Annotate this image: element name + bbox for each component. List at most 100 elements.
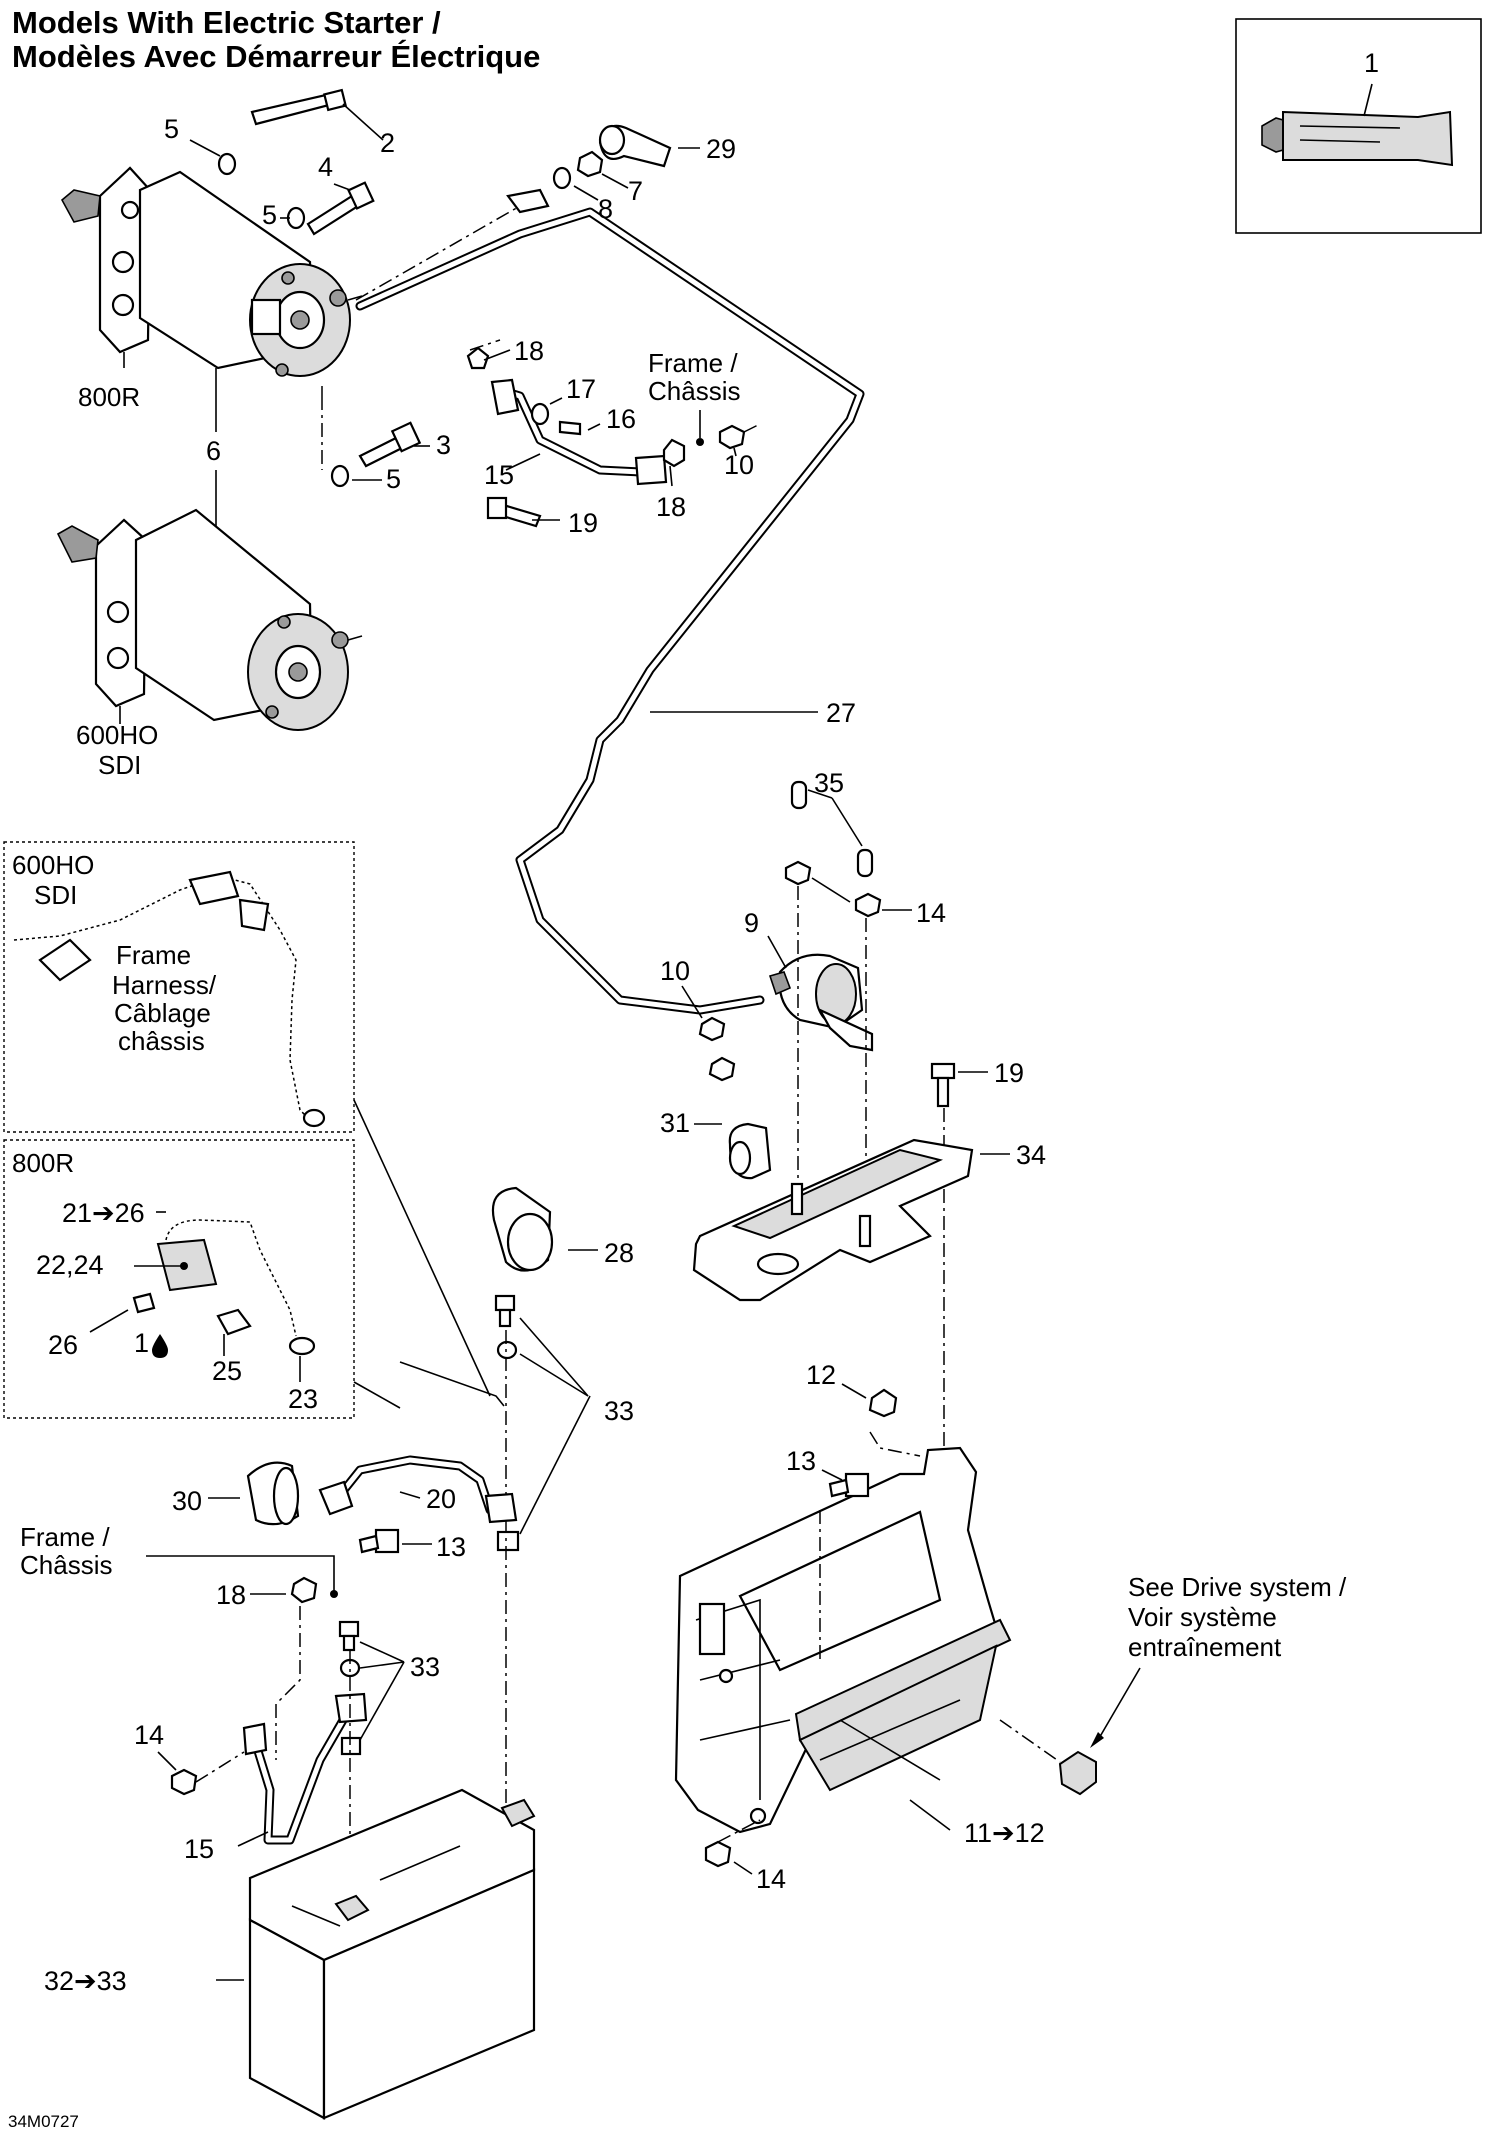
inset-600ho-harness — [3, 841, 355, 1133]
callout-5a: 5 — [164, 114, 179, 144]
starter-cable-27 — [355, 207, 865, 1015]
harness-label-4: châssis — [118, 1026, 205, 1056]
callout-35: 35 — [814, 768, 844, 798]
inset-800r-fuse — [3, 1139, 355, 1419]
nut-10-top — [718, 424, 746, 450]
callout-31: 31 — [660, 1108, 690, 1138]
callout-19a: 19 — [568, 508, 598, 538]
callout-25: 25 — [212, 1356, 242, 1386]
drive-system-label-3: entraînement — [1128, 1632, 1282, 1662]
callout-33a: 33 — [604, 1396, 634, 1426]
harness-label-3: Câblage — [114, 998, 211, 1028]
harness-label-2: Harness/ — [112, 970, 217, 1000]
nut-14-left: 14 — [134, 1720, 198, 1796]
drive-system-label-1: See Drive system / — [1128, 1572, 1347, 1602]
callout-12: 12 — [806, 1360, 836, 1390]
callout-26: 26 — [48, 1330, 78, 1360]
frame-bottom-label-1: Frame / — [20, 1522, 110, 1552]
callout-5c: 5 — [386, 464, 401, 494]
callout-6: 6 — [206, 436, 221, 466]
long-bolt-2: 2 — [250, 88, 395, 158]
bolt-16: 16 — [558, 404, 636, 436]
callout-30: 30 — [172, 1486, 202, 1516]
solenoid-bracket-34: 34 — [692, 1138, 1046, 1302]
frame-top-label-2: Châssis — [648, 376, 740, 406]
callout-7: 7 — [628, 176, 643, 206]
callout-10b: 10 — [660, 956, 690, 986]
callout-17: 17 — [566, 374, 596, 404]
diagram-reference-code: 34M0727 — [8, 2112, 79, 2131]
title-line-1: Models With Electric Starter / — [12, 5, 441, 40]
callout-18a: 18 — [514, 336, 544, 366]
callout-22-24: 22,24 — [36, 1250, 104, 1280]
ring-terminal-23 — [288, 1336, 316, 1356]
callout-20: 20 — [426, 1484, 456, 1514]
battery-box-11: 11➔12 — [674, 1446, 1045, 1848]
bolt-4: 4 — [306, 152, 375, 236]
washer-5-b: 5 — [262, 200, 306, 230]
frame-top-label-1: Frame / — [648, 348, 738, 378]
star-washer-18-top — [662, 438, 686, 468]
solenoid-9: 9 — [744, 908, 874, 1052]
callout-21-26: 21➔26 — [62, 1198, 145, 1228]
callout-1-grease: 1 — [134, 1328, 149, 1358]
callout-13b: 13 — [786, 1446, 816, 1476]
grease-drop-icon — [152, 1334, 168, 1358]
washer-5-a: 5 — [164, 114, 237, 176]
callout-19b: 19 — [994, 1058, 1024, 1088]
washer-8: 8 — [552, 166, 613, 224]
callout-10a: 10 — [724, 450, 754, 480]
ground-cable-15-bottom: 15 — [184, 1692, 368, 1864]
battery-32: 32➔33 — [44, 1788, 536, 2120]
bolt-13-left: 13 — [358, 1528, 466, 1562]
callout-8: 8 — [598, 194, 613, 224]
callout-14a: 14 — [916, 898, 946, 928]
starter-600ho-label-1: 600HO — [76, 720, 158, 750]
callout-16: 16 — [606, 404, 636, 434]
washer-17: 17 — [530, 374, 596, 426]
positive-cable-20: 20 — [318, 1455, 518, 1524]
battery-bolt-33-stack: 33 — [494, 1294, 634, 1900]
callout-32-33: 32➔33 — [44, 1966, 127, 1996]
inset-frame — [1235, 18, 1482, 234]
nut-10-solenoid: 10 — [660, 956, 736, 1082]
callout-18b: 18 — [656, 492, 686, 522]
bolt-13-right: 13 — [786, 1446, 870, 1498]
starter-motor-600ho — [56, 508, 363, 731]
bolt-19-right: 19 — [930, 1058, 1024, 1108]
bolt-3: 3 — [358, 421, 451, 468]
callout-29: 29 — [706, 134, 736, 164]
callout-2: 2 — [380, 128, 395, 158]
lock-washer-18-top: 18 — [466, 336, 544, 370]
boot-31: 31 — [660, 1108, 772, 1180]
callout-14b: 14 — [134, 1720, 164, 1750]
callout-28: 28 — [604, 1238, 634, 1268]
callout-33b: 33 — [410, 1652, 440, 1682]
nut-14-solenoid-b — [854, 892, 882, 918]
fuse-26 — [132, 1292, 156, 1314]
callout-4: 4 — [318, 152, 333, 182]
box1-model-label-1: 600HO — [12, 850, 94, 880]
callout-11-12: 11➔12 — [964, 1818, 1045, 1848]
callout-23: 23 — [288, 1384, 318, 1414]
star-washer-18-bottom — [290, 1576, 318, 1604]
box1-model-label-2: SDI — [34, 880, 77, 910]
nut-7: 7 — [576, 150, 643, 206]
fuse-holder-wire — [165, 1219, 297, 1337]
ground-cable-15-top: 15 — [484, 378, 668, 490]
starter-600ho-label-2: SDI — [98, 750, 141, 780]
callout-9: 9 — [744, 908, 759, 938]
fuse-cover-25 — [216, 1308, 252, 1336]
cable-ring-terminal — [506, 188, 550, 214]
callout-27: 27 — [826, 698, 856, 728]
nut-14-right: 14 — [704, 1840, 786, 1894]
callout-1: 1 — [1364, 48, 1379, 78]
callout-15a: 15 — [484, 460, 514, 490]
callout-34: 34 — [1016, 1140, 1046, 1170]
callout-14c: 14 — [756, 1864, 786, 1894]
title-line-2: Modèles Avec Démarreur Électrique — [12, 39, 541, 74]
grease-inset: 1 — [1235, 18, 1482, 234]
callout-5b: 5 — [262, 200, 277, 230]
grease-tube — [1282, 110, 1454, 167]
